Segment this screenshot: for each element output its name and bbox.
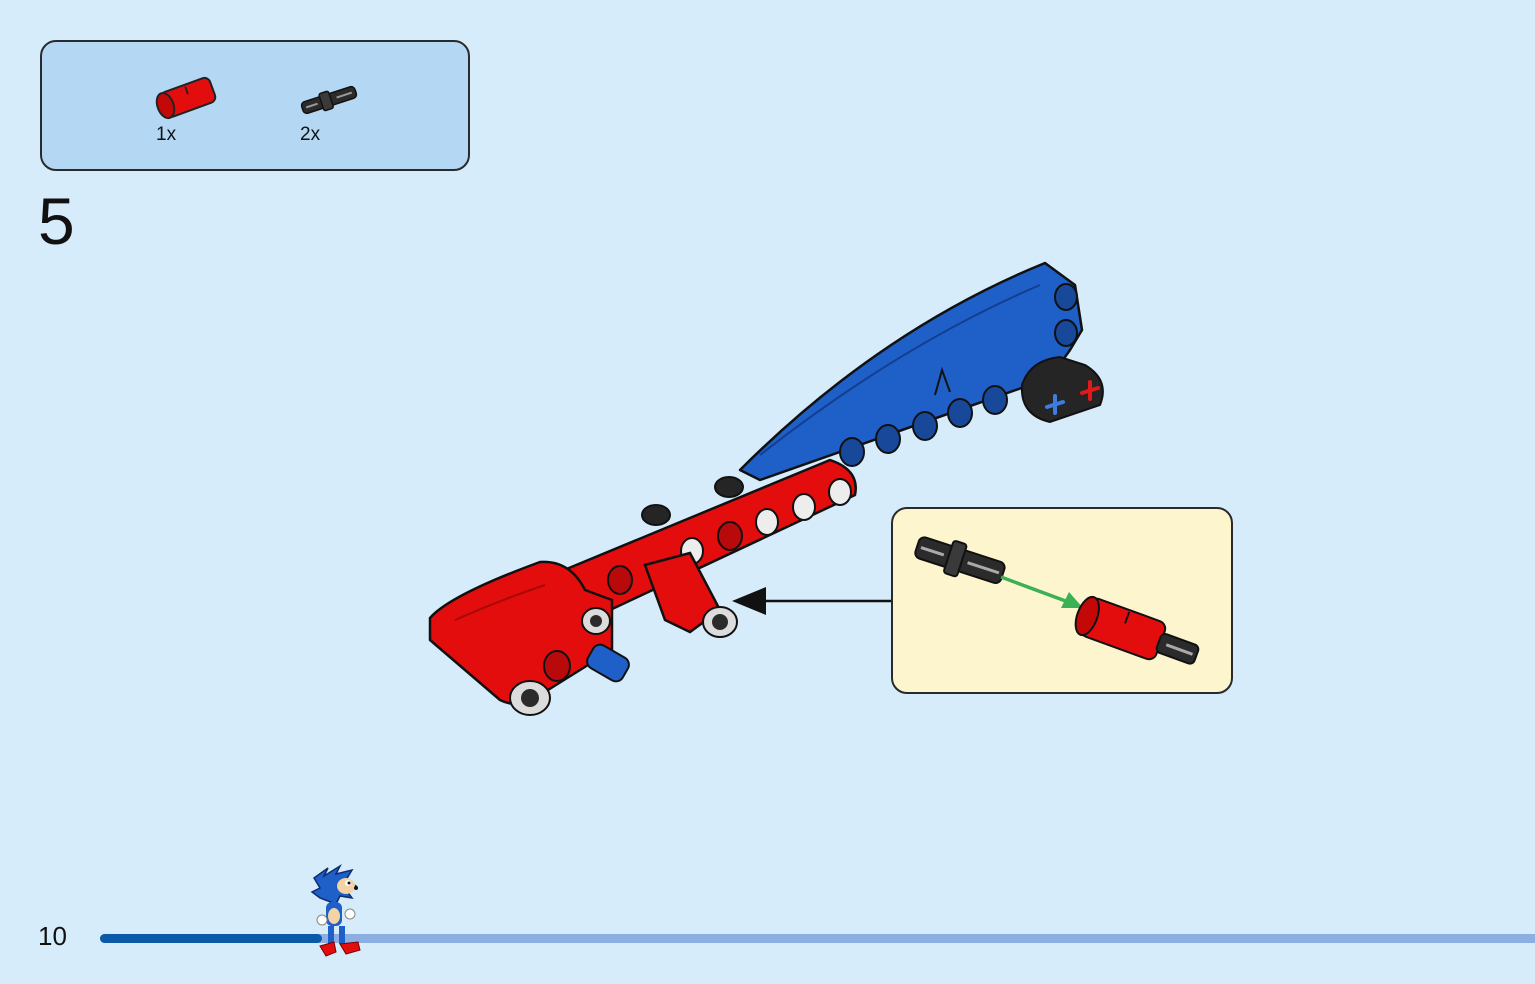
red-connector-pin-quantity: 1x: [156, 124, 177, 145]
black-friction-pin-callout: [914, 536, 1006, 585]
pin-ends: [509, 606, 738, 716]
sub-assembly-callout: [891, 507, 1233, 694]
black-axle-connector: [1020, 355, 1104, 424]
sub-assembly-illustration: [914, 536, 1200, 665]
progress-bar: [100, 934, 1535, 943]
blue-axle-pin: [586, 643, 630, 683]
arrow-right-green-icon: [1000, 575, 1083, 608]
red-connector-pin-callout: [1074, 595, 1200, 665]
red-connector-pin-icon: [154, 72, 224, 122]
black-friction-pin-icon: [297, 82, 361, 118]
red-straight-beam: [538, 458, 857, 612]
arrow-left-icon: [732, 587, 891, 615]
black-friction-pin-quantity: 2x: [300, 124, 321, 145]
step-number: 5: [38, 184, 75, 258]
blue-curved-beam: [738, 261, 1084, 482]
red-angled-lever: [428, 560, 614, 706]
parts-list-box: 1x 2x: [40, 40, 470, 171]
progress-bar-fill: [100, 934, 323, 943]
page-number: 10: [38, 921, 67, 951]
hedgehog-mascot-icon: [306, 862, 368, 965]
